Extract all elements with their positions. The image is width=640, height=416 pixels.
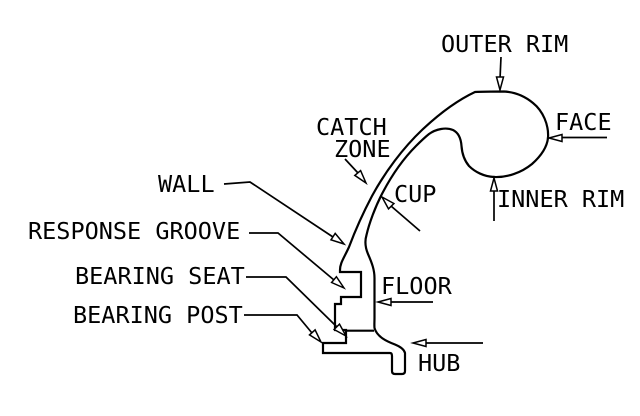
outer-rim-label: OUTER RIM (441, 30, 568, 58)
catch-zone-label-line1: CATCH (316, 113, 387, 141)
floor-arrowhead-icon (375, 297, 392, 307)
catch-zone-leader-line (344, 158, 359, 174)
outer-rim-leader-line (499, 56, 502, 80)
response-groove-arrowhead-icon (330, 275, 347, 290)
bearing-post-leader-line (244, 314, 313, 334)
face-label: FACE (555, 108, 612, 136)
catch-zone-label-line2: ZONE (334, 135, 391, 163)
bearing-seat-label: BEARING SEAT (75, 262, 245, 290)
inner-rim-arrowhead-icon (489, 175, 499, 192)
yoyo-cross-section-outline (321, 90, 550, 376)
wall-leader-line (223, 181, 334, 238)
outer-rim-arrowhead-icon (495, 76, 505, 93)
face-arrowhead-icon (546, 133, 563, 143)
inner-rim-label: INNER RIM (497, 185, 624, 213)
hub-arrowhead-icon (410, 338, 427, 348)
leader-lines (223, 56, 607, 344)
cup-arrowhead-icon (380, 195, 396, 211)
wall-label: WALL (158, 170, 215, 198)
catch-zone-arrowhead-icon (353, 169, 368, 186)
cup-label: CUP (394, 180, 436, 208)
bearing-seat-arrowhead-icon (332, 322, 348, 338)
response-groove-leader-line (249, 232, 335, 281)
wall-arrowhead-icon (329, 232, 347, 246)
arrowheads (308, 76, 563, 348)
bearing-seat-leader-line (246, 276, 338, 328)
labels: OUTER RIM FACE INNER RIM CATCH ZONE CUP … (28, 30, 624, 377)
bearing-post-arrowhead-icon (308, 328, 323, 344)
bearing-post-label: BEARING POST (73, 301, 243, 329)
hub-label: HUB (418, 349, 460, 377)
response-groove-label: RESPONSE GROOVE (28, 217, 240, 245)
part-profile (321, 90, 550, 376)
floor-label: FLOOR (381, 272, 453, 300)
cup-leader-line (390, 205, 421, 232)
